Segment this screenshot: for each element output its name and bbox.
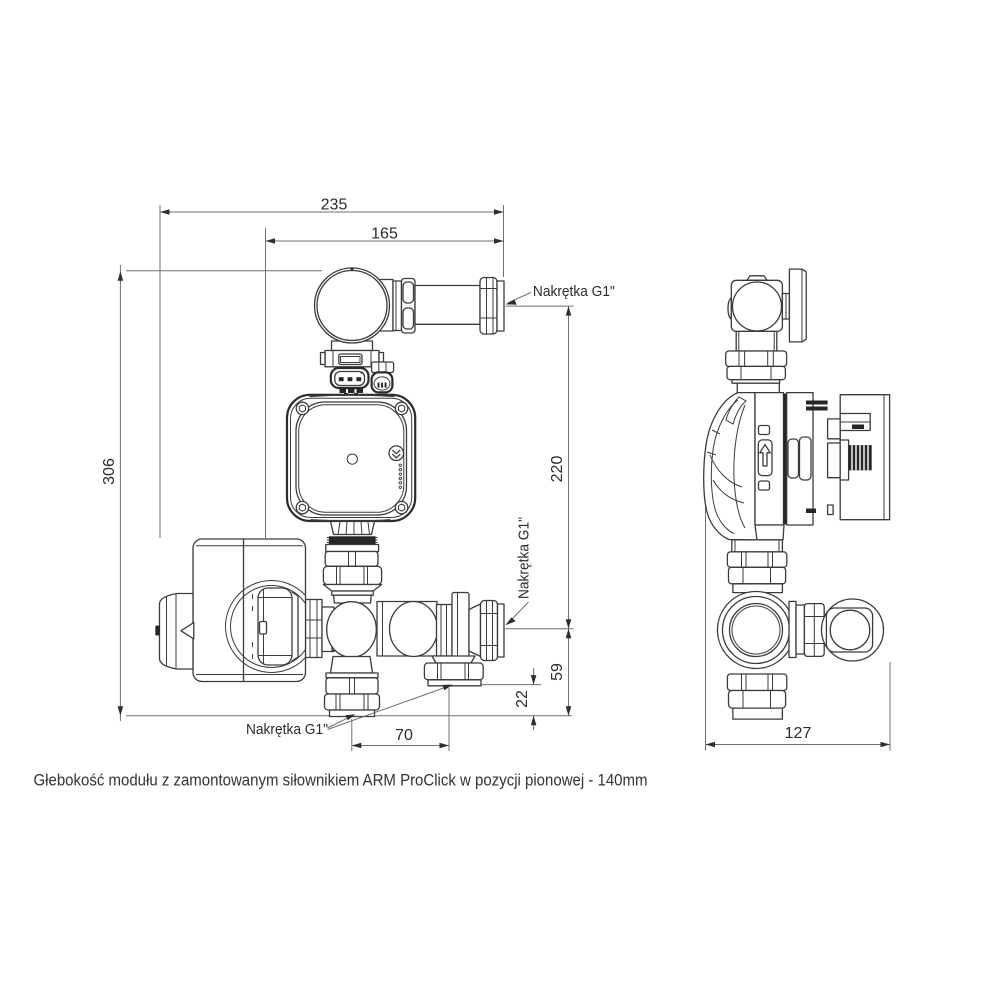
svg-text:22: 22 [514,690,531,708]
svg-text:165: 165 [371,226,398,243]
svg-text:306: 306 [101,458,118,485]
svg-text:Głebokość modułu z zamontowany: Głebokość modułu z zamontowanym siłownik… [34,772,648,790]
svg-text:220: 220 [549,456,566,483]
svg-text:127: 127 [785,725,812,742]
svg-text:70: 70 [395,727,413,744]
svg-text:235: 235 [321,197,348,214]
svg-text:59: 59 [549,663,566,681]
svg-text:Nakrętka G1": Nakrętka G1" [533,283,615,300]
svg-text:Nakrętka G1": Nakrętka G1" [516,517,533,599]
svg-text:Nakrętka G1": Nakrętka G1" [246,721,328,738]
